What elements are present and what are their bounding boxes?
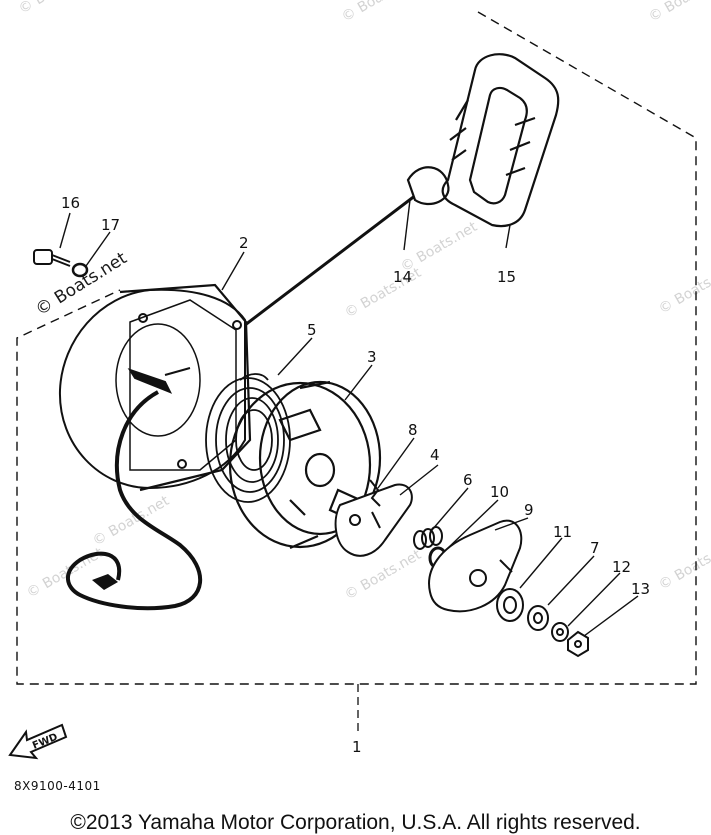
watermark: © Boats.net xyxy=(646,0,711,25)
callout-12: 12 xyxy=(612,558,631,576)
washer-11 xyxy=(496,588,524,622)
nut-13 xyxy=(567,630,589,658)
callout-4: 4 xyxy=(430,446,440,464)
callout-11: 11 xyxy=(553,523,572,541)
callout-1: 1 xyxy=(352,738,362,756)
rope-cable xyxy=(66,390,203,611)
callout-8: 8 xyxy=(408,421,418,439)
washer-17 xyxy=(71,262,89,278)
cable-end xyxy=(92,574,118,590)
fwd-arrow-icon: FWD xyxy=(8,723,68,760)
spring-6 xyxy=(413,526,443,550)
part-code: 8X9100-4101 xyxy=(14,779,101,793)
watermark: © Boats.net xyxy=(656,537,711,594)
callout-9: 9 xyxy=(524,501,534,519)
drive-plate xyxy=(428,519,523,613)
watermark-dark: © Boats.net xyxy=(32,248,131,320)
starter-housing xyxy=(58,283,252,492)
watermark: © Boats.net xyxy=(90,493,172,550)
callout-labels: 1 2 3 4 5 6 7 8 9 10 11 12 13 14 15 16 1… xyxy=(61,194,650,756)
callout-7: 7 xyxy=(590,539,600,557)
callout-2: 2 xyxy=(239,234,249,252)
callout-5: 5 xyxy=(307,321,317,339)
pawl-spring xyxy=(369,479,381,507)
callout-14: 14 xyxy=(393,268,412,286)
starter-handle xyxy=(406,53,560,228)
washer-12 xyxy=(551,622,569,642)
watermark: © Boats.net xyxy=(339,0,421,25)
callout-17: 17 xyxy=(101,216,120,234)
copyright-notice: ©2013 Yamaha Motor Corporation, U.S.A. A… xyxy=(70,811,641,834)
callout-13: 13 xyxy=(631,580,650,598)
screw-16 xyxy=(33,249,71,267)
rope-reel xyxy=(228,380,382,550)
callout-10: 10 xyxy=(490,483,509,501)
watermark: © Boats.net xyxy=(398,219,480,276)
callout-6: 6 xyxy=(463,471,473,489)
watermark: © Boats.net xyxy=(16,0,98,17)
watermark: © Boats.net xyxy=(656,261,711,318)
leader-lines xyxy=(59,199,639,637)
callout-16: 16 xyxy=(61,194,80,212)
pull-rope xyxy=(244,190,421,327)
callout-15: 15 xyxy=(497,268,516,286)
callout-3: 3 xyxy=(367,348,377,366)
washer-7 xyxy=(527,605,549,631)
